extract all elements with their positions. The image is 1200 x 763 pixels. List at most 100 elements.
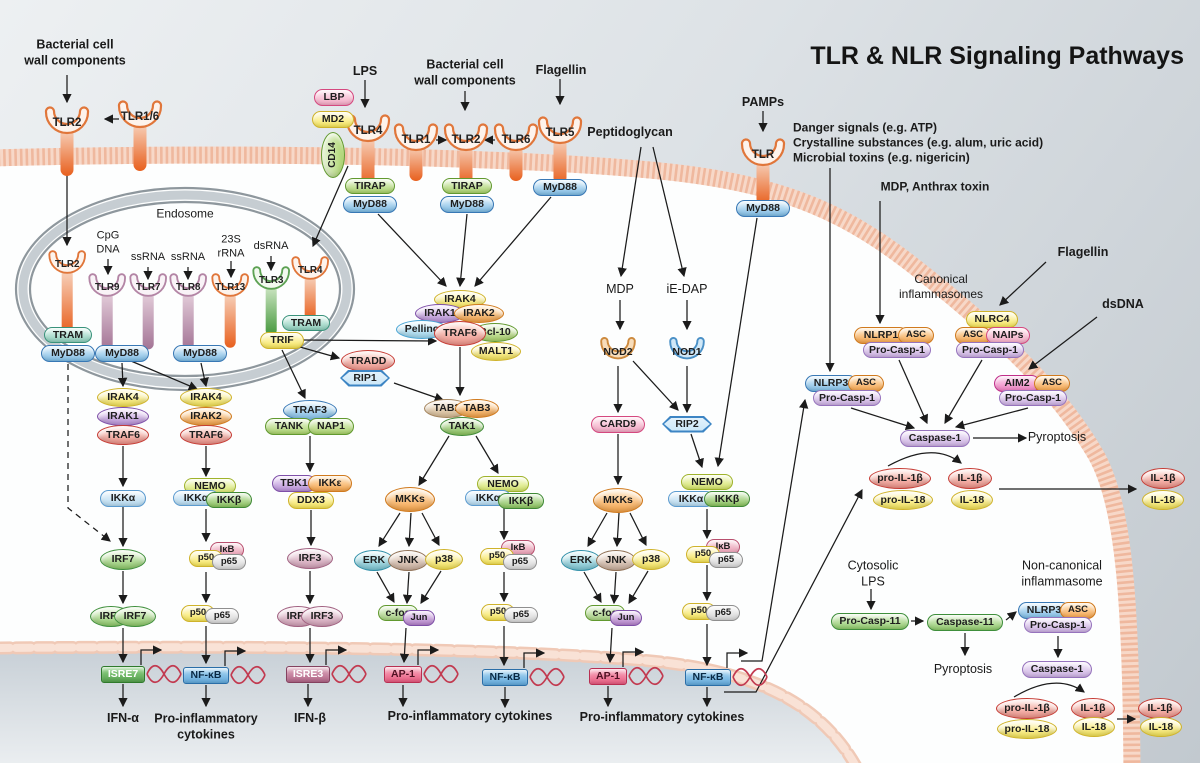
tlr2-pm-receptor: TLR2 (44, 106, 90, 176)
il1b-3: IL-1β (1071, 697, 1115, 719)
svg-text:TLR2: TLR2 (452, 134, 481, 146)
lbl-ifna: IFN-α (107, 711, 139, 726)
lbl-ssrna2: ssRNA (170, 251, 206, 264)
irak4-2: IRAK4 (180, 387, 232, 407)
ikkb-3: IKKβ (704, 491, 750, 507)
tak1: TAK1 (440, 416, 484, 436)
p65-4: p65 (504, 607, 538, 623)
arrow-line (474, 196, 552, 287)
procasp1-1: Pro-Casp-1 (863, 342, 931, 358)
svg-text:TLR8: TLR8 (176, 282, 201, 293)
svg-text:TLR13: TLR13 (215, 282, 245, 293)
tlr3-receptor: TLR3 (252, 266, 290, 336)
procasp1-2: Pro-Casp-1 (956, 342, 1024, 358)
dna-icon (230, 665, 266, 685)
traf6-1: TRAF6 (97, 425, 149, 445)
dna-icon (146, 664, 182, 684)
irf7-1: IRF7 (100, 548, 146, 570)
lbl-proinflam2: Pro-inflammatory cytokines (387, 709, 553, 724)
tlr-pamps-receptor: TLR (740, 138, 786, 205)
asc-3: ASC (848, 374, 884, 392)
jun-2: Jun (610, 610, 642, 626)
arrow-line (617, 146, 642, 278)
svg-text:TLR4: TLR4 (298, 265, 323, 276)
il1b-2: IL-1β (1141, 467, 1185, 489)
svg-text:TLR7: TLR7 (136, 282, 160, 293)
tirap-1: TIRAP (345, 178, 395, 194)
tlr1-6-receptor: TLR1/6 (117, 100, 163, 171)
lbl-ifnb: IFN-β (294, 711, 326, 726)
card9: CARD9 (591, 415, 645, 433)
erk-1: ERK (354, 549, 394, 571)
ikkb-1: IKKβ (206, 492, 252, 508)
trif: TRIF (260, 331, 304, 349)
p65-6: p65 (706, 605, 740, 621)
irf3-3: IRF3 (301, 605, 343, 627)
tlr7-receptor: TLR7 (129, 273, 167, 350)
promoter-arrow-icon (726, 648, 749, 668)
tab3: TAB3 (455, 398, 499, 418)
irak4-1: IRAK4 (97, 387, 149, 407)
procasp1-5: Pro-Casp-1 (1024, 617, 1092, 633)
plasma-membrane-ticks (0, 146, 1141, 763)
arrow-line (999, 261, 1047, 306)
arrow-line (311, 165, 349, 248)
nap1: NAP1 (308, 417, 354, 435)
myd88-4: MyD88 (736, 199, 790, 217)
rip2: RIP2 (662, 415, 712, 433)
isre3: ISRE3 (286, 665, 330, 683)
lbl-endosome: Endosome (156, 206, 214, 221)
ap1-2: AP-1 (589, 667, 627, 685)
mkks-2: MKKs (593, 487, 643, 513)
promoter-arrow-icon (140, 645, 163, 665)
caspase1-2: Caspase-1 (1022, 660, 1092, 678)
svg-text:TLR5: TLR5 (546, 127, 575, 139)
tirap-2: TIRAP (442, 178, 492, 194)
nfkb-3: NF-κB (685, 668, 731, 686)
arrow-path (741, 398, 809, 662)
arrow-path (724, 488, 863, 693)
nemo-3: NEMO (681, 474, 733, 490)
dna-icon (331, 664, 367, 684)
ddx3: DDX3 (288, 491, 334, 509)
proil1b-2: pro-IL-1β (996, 697, 1058, 719)
ikka-4: IKKα (668, 491, 714, 507)
arrow-line (393, 382, 445, 402)
irf7-3: IRF7 (114, 605, 156, 627)
lbl-iedap: iE-DAP (666, 282, 708, 297)
arrow-line (1005, 611, 1017, 621)
arrow-line (199, 362, 209, 388)
lbl-pyroptosis1: Pyroptosis (1027, 430, 1087, 445)
dna-icon (529, 667, 565, 687)
svg-text:TLR3: TLR3 (259, 275, 284, 286)
myd88-2: MyD88 (440, 195, 494, 213)
traf6-2: TRAF6 (180, 425, 232, 445)
p38-2: p38 (632, 548, 670, 570)
promoter-arrow-icon (224, 646, 247, 666)
ikke: IKKε (308, 474, 352, 492)
svg-text:TLR6: TLR6 (502, 134, 531, 146)
nfkb-2: NF-κB (482, 668, 528, 686)
lbl-noncanonical: Non-canonical inflammasome (1021, 558, 1103, 588)
il18-1: IL-18 (951, 490, 993, 510)
tlr4-endo-receptor: TLR4 (291, 256, 329, 320)
tlr2-b-receptor: TLR2 (443, 123, 489, 184)
lbl-lps: LPS (352, 64, 378, 79)
lbl-peptidoglycan: Peptidoglycan (587, 125, 673, 140)
arrow-path (67, 364, 111, 542)
arrow-line (609, 571, 620, 605)
promoter-arrow-icon (622, 647, 645, 667)
lbl-dsrna: dsRNA (253, 240, 289, 253)
lbp: LBP (314, 88, 354, 106)
il18-4: IL-18 (1140, 717, 1182, 737)
p65-2: p65 (205, 608, 239, 624)
dna-icon (732, 667, 768, 687)
p65-3: p65 (503, 554, 537, 570)
arrow-line (954, 407, 1029, 430)
tram-2: TRAM (282, 315, 330, 331)
tlr5-receptor: TLR5 (537, 116, 583, 184)
md2: MD2 (312, 110, 354, 128)
nuclear-membrane-inner (0, 643, 859, 763)
arrow-line (632, 360, 679, 411)
p65-1: p65 (212, 554, 246, 570)
